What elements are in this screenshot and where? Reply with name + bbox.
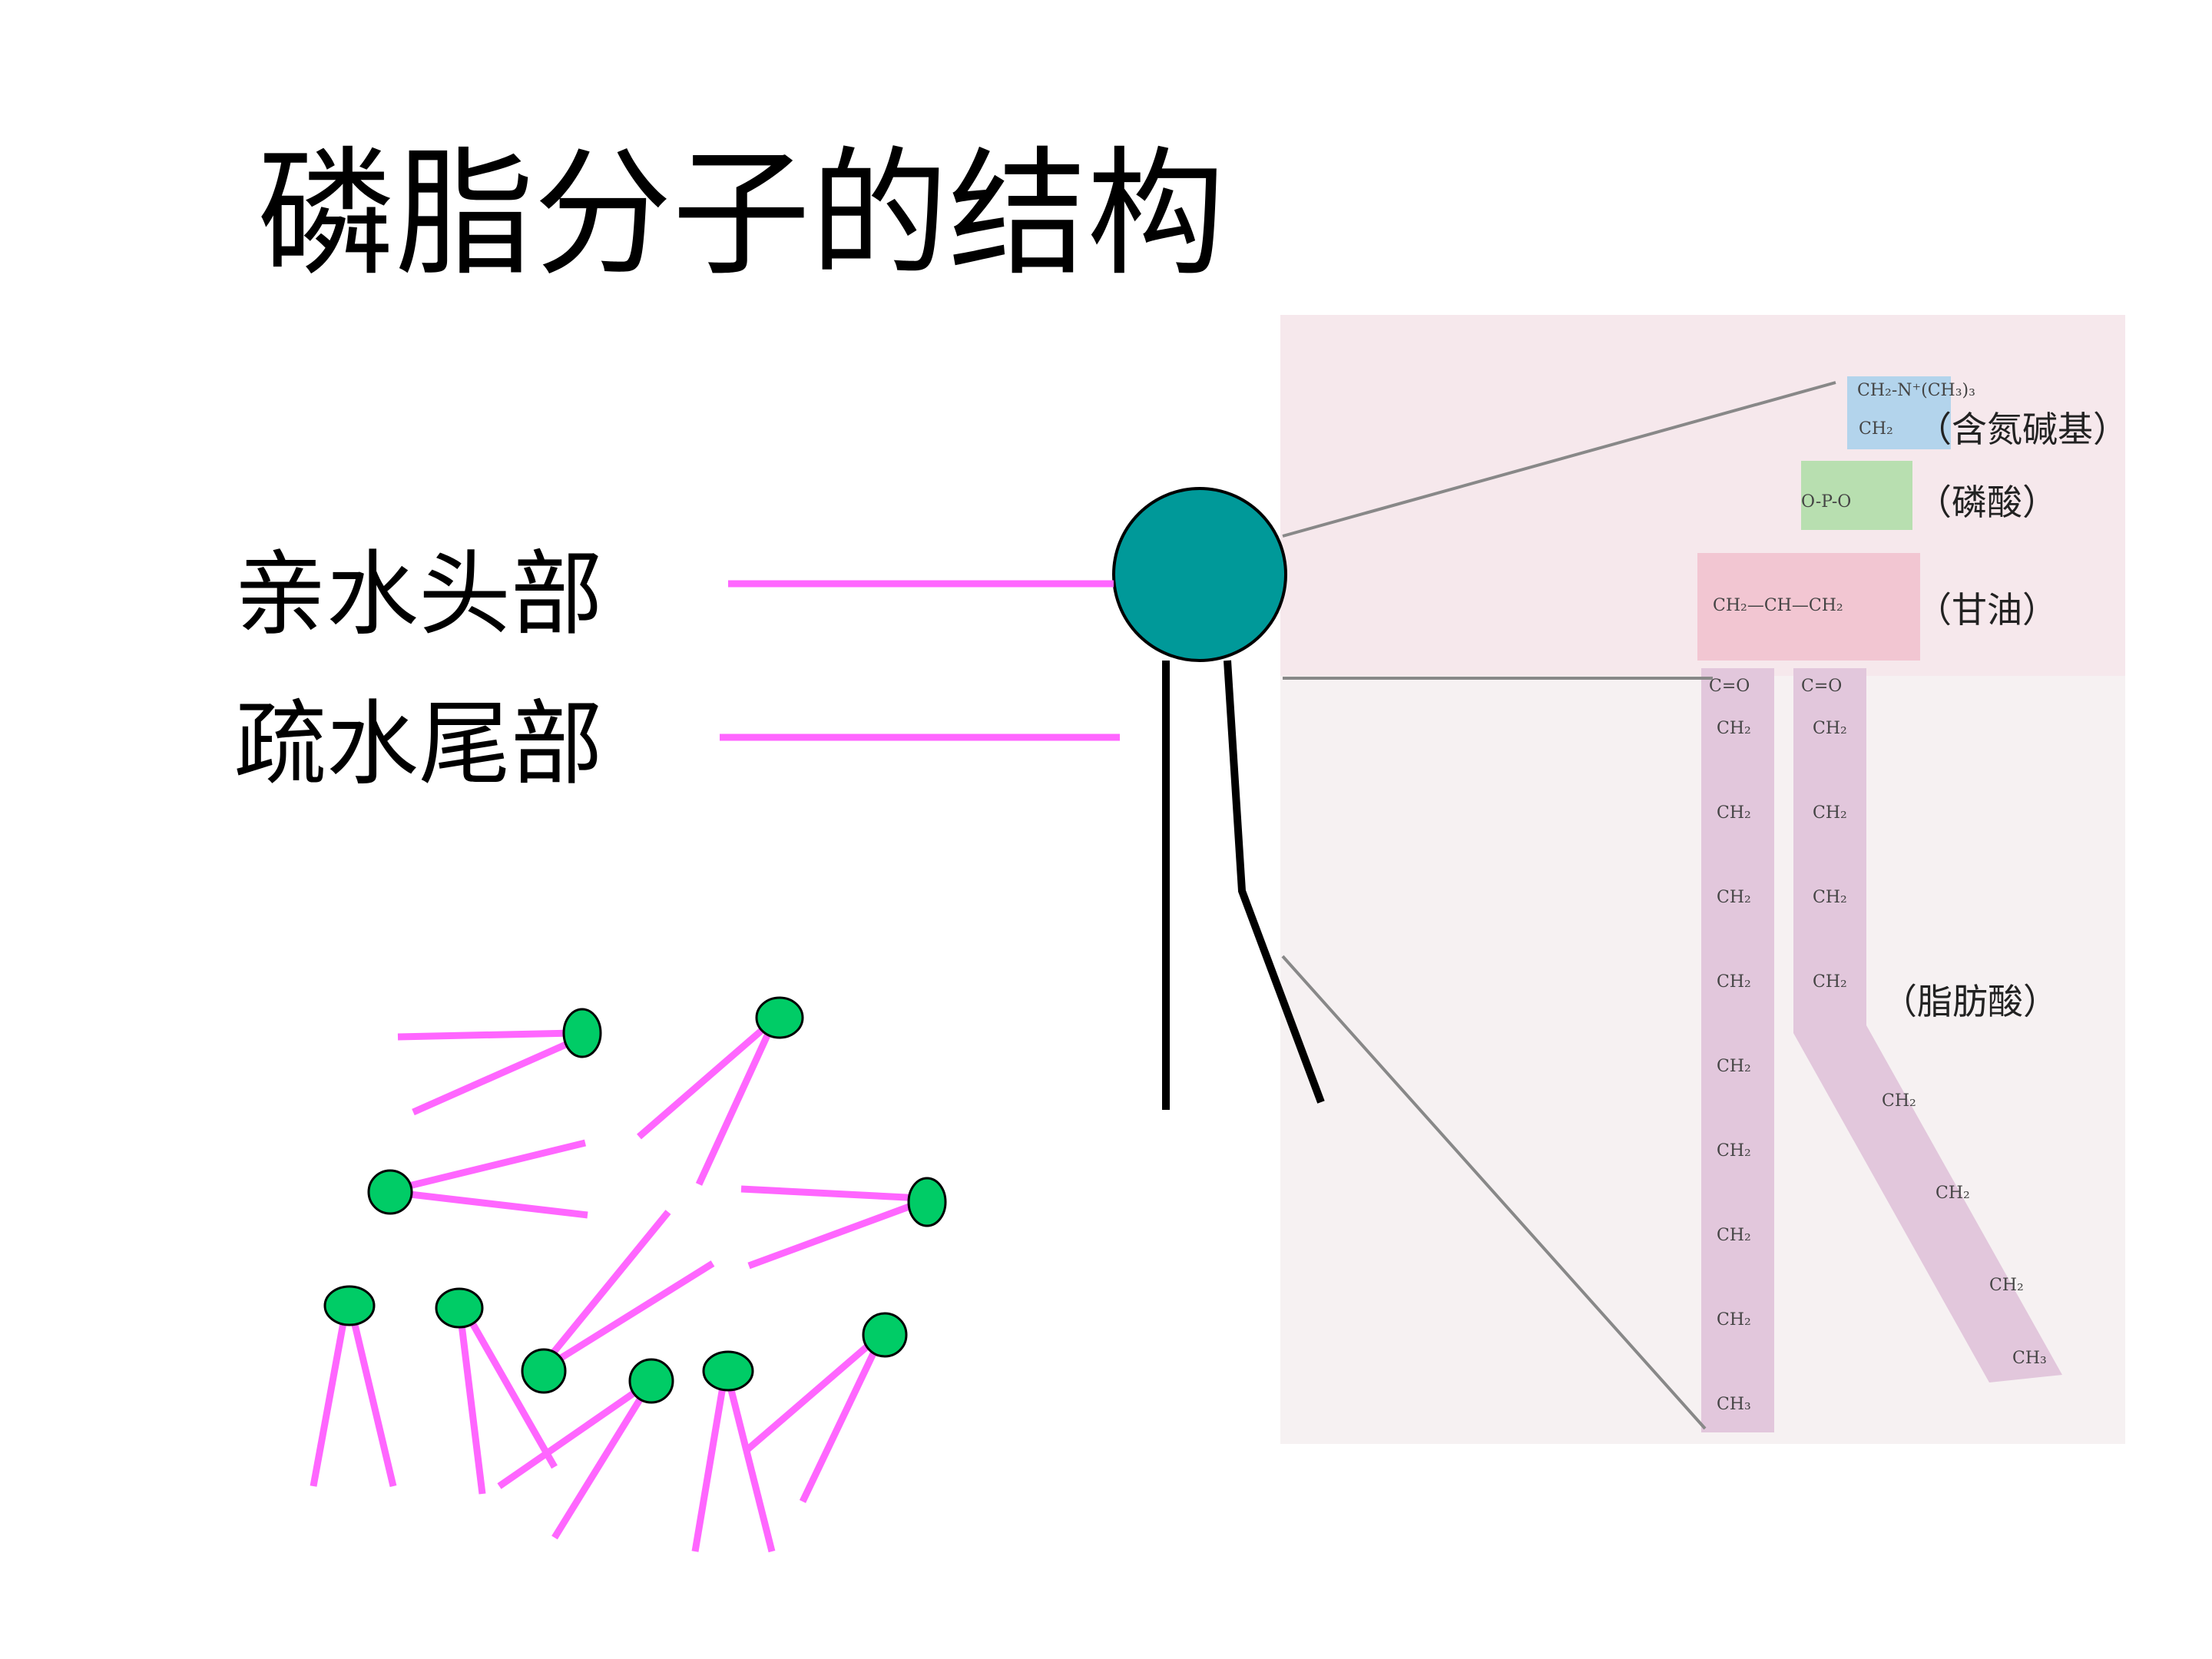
scattered-phospholipids bbox=[310, 1018, 923, 1553]
small-head-9 bbox=[702, 1350, 754, 1392]
svg-text:CH₂: CH₂ bbox=[1813, 972, 1847, 992]
svg-text:CH₂: CH₂ bbox=[1813, 803, 1847, 823]
svg-text:CH₂: CH₂ bbox=[1717, 888, 1751, 907]
svg-text:CH₂: CH₂ bbox=[1936, 1184, 1970, 1203]
scattered-phospholipid-heads bbox=[323, 996, 947, 1404]
svg-text:CH₂: CH₂ bbox=[1882, 1091, 1916, 1111]
svg-text:CH₃: CH₃ bbox=[2012, 1349, 2047, 1368]
small-head-8 bbox=[628, 1358, 674, 1404]
glycerol-box bbox=[1697, 553, 1920, 661]
small-head-3 bbox=[367, 1169, 413, 1215]
svg-text:CH₂: CH₂ bbox=[1813, 888, 1847, 907]
svg-text:CH₂—CH—CH₂: CH₂—CH—CH₂ bbox=[1713, 596, 1843, 615]
small-head-10 bbox=[862, 1312, 908, 1358]
phosphate-box bbox=[1801, 461, 1912, 530]
svg-text:CH₂: CH₂ bbox=[1717, 972, 1751, 992]
fatty-acid-label: （脂肪酸） bbox=[1882, 981, 2058, 1022]
projection-line-top bbox=[1282, 381, 1836, 538]
leader-lines bbox=[720, 580, 1120, 741]
svg-text:O-P-O: O-P-O bbox=[1801, 492, 1851, 512]
phospholipid-schematic bbox=[1112, 487, 1325, 1110]
svg-text:CH₂: CH₂ bbox=[1717, 1310, 1751, 1330]
glycerol-label: （甘油） bbox=[1916, 589, 2058, 631]
small-head-7 bbox=[521, 1348, 567, 1394]
small-head-4 bbox=[907, 1177, 947, 1227]
fatty-acid-chain-left bbox=[1701, 668, 1774, 1432]
svg-text:C=O: C=O bbox=[1709, 677, 1750, 696]
small-head-2 bbox=[755, 996, 804, 1039]
projection-lines bbox=[1281, 381, 1836, 1430]
fatty-acid-chain-right bbox=[1793, 668, 2062, 1382]
tail-right bbox=[1224, 660, 1325, 1104]
svg-text:CH₂: CH₂ bbox=[1813, 719, 1847, 738]
hydrophobic-tail-label: 疏水尾部 bbox=[234, 691, 603, 798]
small-head-1 bbox=[562, 1008, 602, 1058]
small-head-6 bbox=[435, 1287, 484, 1329]
svg-text:CH₂: CH₂ bbox=[1859, 419, 1893, 439]
page-title: 磷脂分子的结构 bbox=[257, 134, 1226, 295]
chemical-formula-glyphs: CH₂-N⁺(CH₃)₃ CH₂ O-P-O CH₂—CH—CH₂ C=O C=… bbox=[1709, 381, 2047, 1414]
hydrophilic-head bbox=[1112, 487, 1287, 662]
choline-group-label: （含氮碱基） bbox=[1916, 409, 2128, 450]
svg-text:CH₂: CH₂ bbox=[1717, 719, 1751, 738]
phosphate-label: （磷酸） bbox=[1916, 482, 2058, 523]
svg-text:CH₂: CH₂ bbox=[1717, 1226, 1751, 1245]
chemical-structure-panel: CH₂-N⁺(CH₃)₃ CH₂ O-P-O CH₂—CH—CH₂ C=O C=… bbox=[1280, 315, 2128, 1444]
svg-text:CH₂: CH₂ bbox=[1989, 1276, 2024, 1295]
svg-text:CH₂-N⁺(CH₃)₃: CH₂-N⁺(CH₃)₃ bbox=[1857, 381, 1975, 400]
svg-text:CH₂: CH₂ bbox=[1717, 1141, 1751, 1161]
choline-group-box bbox=[1847, 376, 1951, 449]
projection-line-bottom bbox=[1281, 955, 1707, 1430]
small-head-5 bbox=[323, 1285, 376, 1326]
svg-text:C=O: C=O bbox=[1801, 677, 1842, 696]
hydrophilic-head-label: 亲水头部 bbox=[234, 541, 603, 648]
svg-text:CH₃: CH₃ bbox=[1717, 1395, 1751, 1414]
svg-text:CH₂: CH₂ bbox=[1717, 1057, 1751, 1076]
svg-text:CH₂: CH₂ bbox=[1717, 803, 1751, 823]
